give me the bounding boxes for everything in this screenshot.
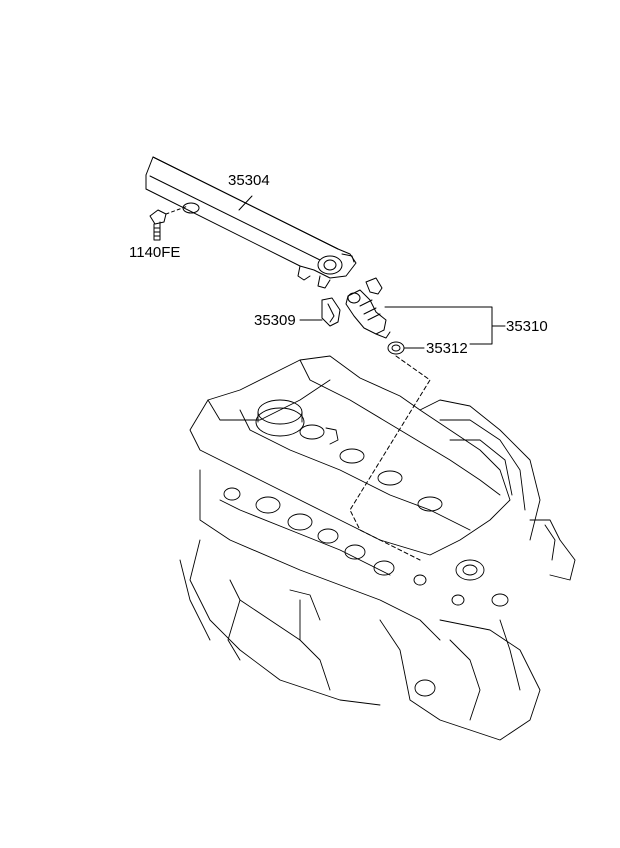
label-injector-assembly: 35310 [506, 318, 548, 335]
label-bolt: 1140FE [129, 244, 181, 261]
engine-head [179, 355, 576, 741]
clip [321, 297, 341, 327]
fuel-injector [345, 277, 391, 339]
label-fuel-rail: 35304 [228, 172, 270, 189]
o-ring [387, 341, 405, 355]
label-o-ring: 35312 [426, 340, 468, 357]
label-clip: 35309 [254, 312, 296, 329]
bolt [149, 205, 189, 241]
leader-line-fuel-rail [238, 195, 253, 211]
